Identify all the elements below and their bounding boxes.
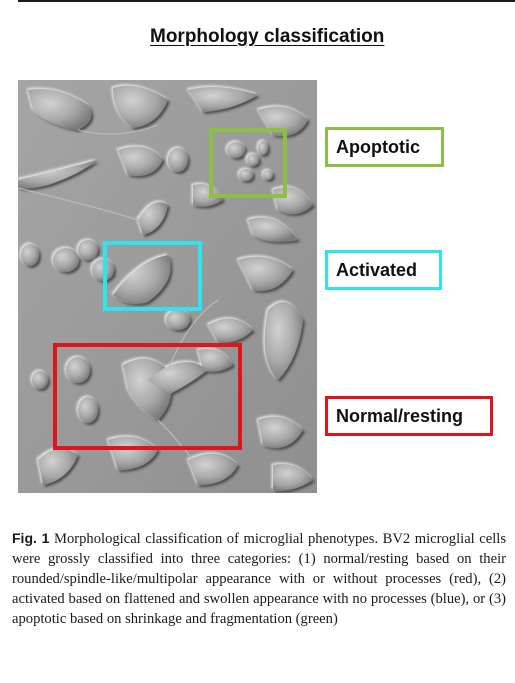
normal-resting-label: Normal/resting [325,396,493,436]
figure-number: Fig. 1 [12,530,50,546]
normal-resting-highlight-box [53,343,242,450]
apoptotic-label-text: Apoptotic [336,136,420,157]
apoptotic-label: Apoptotic [325,127,444,167]
normal-resting-label-text: Normal/resting [336,405,464,426]
activated-label-text: Activated [336,259,418,280]
apoptotic-highlight-box [209,128,287,198]
figure-title: Morphology classification [150,26,385,47]
activated-highlight-box [103,241,202,311]
activated-label: Activated [325,250,442,290]
figure-caption: Fig. 1 Morphological classification of m… [12,528,506,629]
micrograph-image [18,80,317,493]
caption-text: Morphological classification of microgli… [12,531,507,627]
top-rule [18,0,515,2]
